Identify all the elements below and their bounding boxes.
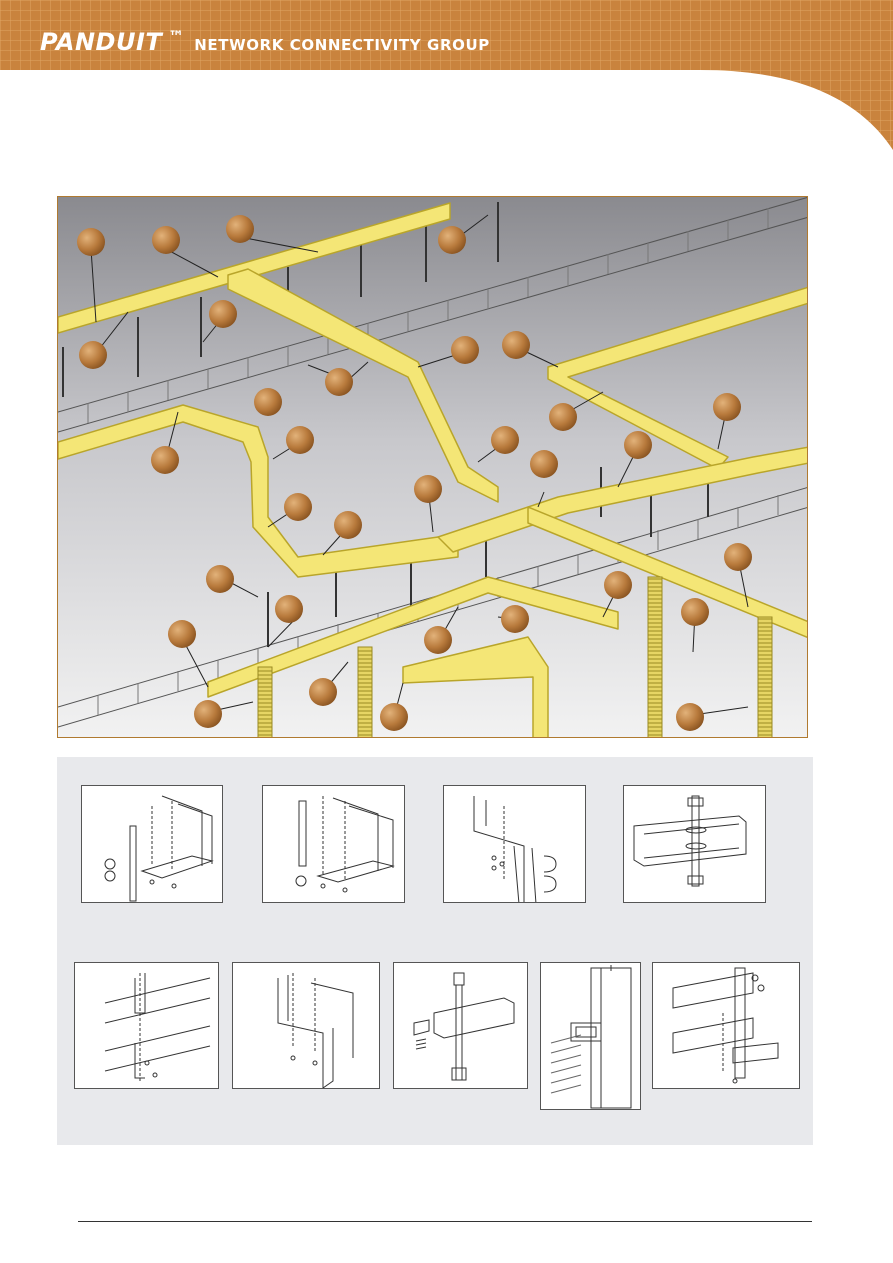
callout-marker <box>681 598 709 626</box>
detail-drawing-1 <box>81 785 223 903</box>
callout-marker <box>286 426 314 454</box>
callout-marker <box>713 393 741 421</box>
callout-marker <box>325 368 353 396</box>
callout-marker <box>151 446 179 474</box>
detail-drawing-5 <box>74 962 219 1089</box>
callout-marker <box>254 388 282 416</box>
detail-drawing-6 <box>232 962 380 1089</box>
detail-drawing-2 <box>262 785 405 903</box>
callout-marker <box>491 426 519 454</box>
callout-marker <box>451 336 479 364</box>
callout-marker <box>168 620 196 648</box>
callout-marker <box>309 678 337 706</box>
raceway-system-drawing <box>58 197 807 737</box>
callout-markers <box>77 215 752 731</box>
callout-marker <box>530 450 558 478</box>
callout-marker <box>438 226 466 254</box>
callout-marker <box>334 511 362 539</box>
callout-marker <box>79 341 107 369</box>
detail-drawings-panel <box>57 757 813 1145</box>
callout-marker <box>152 226 180 254</box>
callout-marker <box>77 228 105 256</box>
callout-marker <box>724 543 752 571</box>
detail-drawing-7 <box>393 962 528 1089</box>
header-banner: PANDUIT ™ NETWORK CONNECTIVITY GROUP <box>0 0 893 160</box>
detail-drawing-4 <box>623 785 766 903</box>
banner-background <box>0 0 893 150</box>
callout-marker <box>624 431 652 459</box>
callout-marker <box>284 493 312 521</box>
callout-marker <box>226 215 254 243</box>
vertical-drops <box>257 576 773 737</box>
detail-drawing-3 <box>443 785 586 903</box>
brand-logo: PANDUIT <box>40 28 163 56</box>
callout-marker <box>604 571 632 599</box>
brand-lockup: PANDUIT ™ NETWORK CONNECTIVITY GROUP <box>40 27 490 56</box>
callout-marker <box>206 565 234 593</box>
group-name: NETWORK CONNECTIVITY GROUP <box>194 36 490 54</box>
callout-marker <box>414 475 442 503</box>
detail-drawing-8 <box>540 962 641 1110</box>
main-illustration <box>57 196 808 738</box>
callout-marker <box>501 605 529 633</box>
detail-drawing-9 <box>652 962 800 1089</box>
callout-marker <box>676 703 704 731</box>
callout-marker <box>502 331 530 359</box>
callout-marker <box>194 700 222 728</box>
trademark-symbol: ™ <box>168 27 185 46</box>
callout-marker <box>275 595 303 623</box>
footer-rule <box>78 1221 812 1222</box>
raceway-runs <box>58 202 807 737</box>
callout-marker <box>209 300 237 328</box>
callout-marker <box>549 403 577 431</box>
callout-marker <box>424 626 452 654</box>
callout-marker <box>380 703 408 731</box>
